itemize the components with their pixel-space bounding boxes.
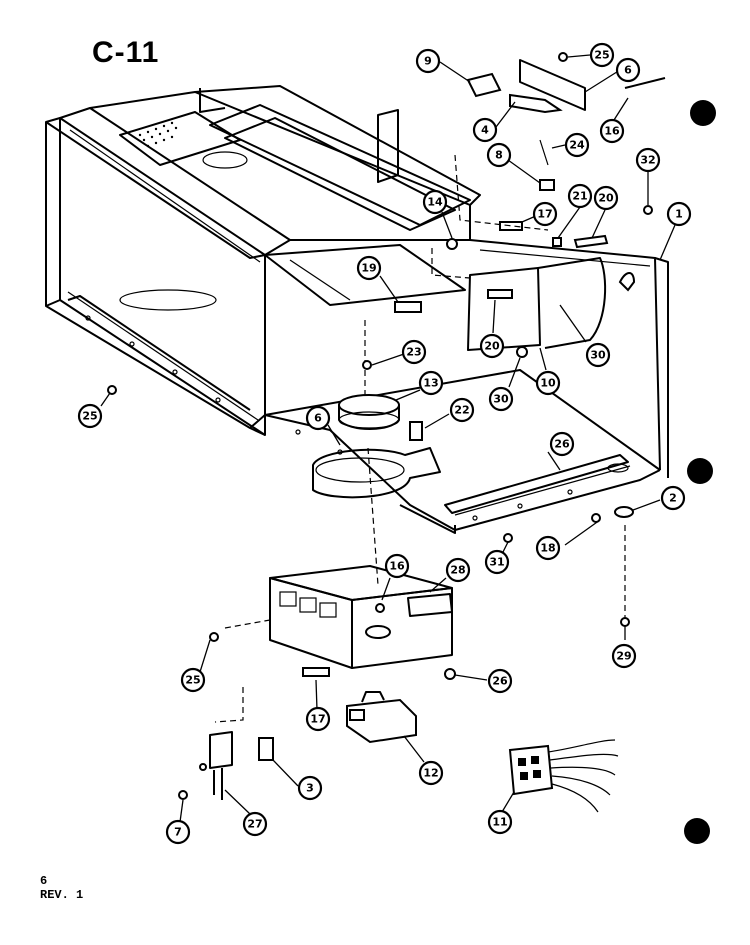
callout-8: 8 [486, 142, 512, 168]
callout-6: 6 [305, 405, 331, 431]
callout-4: 4 [472, 117, 498, 143]
svg-text:30: 30 [493, 393, 509, 406]
svg-text:29: 29 [616, 650, 631, 663]
callout-2: 2 [660, 485, 686, 511]
callout-30: 30 [585, 342, 611, 368]
callout-18: 18 [535, 535, 561, 561]
svg-text:16: 16 [604, 125, 620, 138]
callout-32: 32 [635, 147, 661, 173]
wire-harness-connector [508, 739, 619, 813]
svg-text:1: 1 [675, 208, 683, 221]
callout-1: 1 [666, 201, 692, 227]
binder-hole-top [690, 100, 716, 126]
callout-29: 29 [611, 643, 637, 669]
svg-text:3: 3 [306, 782, 314, 795]
svg-text:17: 17 [310, 713, 325, 726]
callout-27: 27 [242, 811, 268, 837]
svg-text:7: 7 [174, 826, 182, 839]
svg-text:22: 22 [454, 404, 469, 417]
callout-20: 20 [479, 333, 505, 359]
svg-text:32: 32 [640, 154, 655, 167]
svg-text:23: 23 [406, 346, 421, 359]
callout-7: 7 [165, 819, 191, 845]
svg-text:2: 2 [669, 492, 677, 505]
callout-3: 3 [297, 775, 323, 801]
callout-9: 9 [415, 48, 441, 74]
svg-text:10: 10 [540, 377, 556, 390]
svg-text:6: 6 [624, 64, 632, 77]
callout-23: 23 [401, 339, 427, 365]
callout-26: 26 [487, 668, 513, 694]
cavity-assembly [45, 85, 669, 723]
svg-text:25: 25 [185, 674, 200, 687]
upper-switch-parts [466, 52, 666, 215]
timer-motor [346, 691, 417, 744]
callout-24: 24 [564, 132, 590, 158]
binder-hole-middle [687, 458, 713, 484]
svg-text:6: 6 [314, 412, 322, 425]
callout-22: 22 [449, 397, 475, 423]
svg-text:9: 9 [424, 55, 432, 68]
svg-text:24: 24 [569, 139, 585, 152]
callout-12: 12 [418, 760, 444, 786]
svg-text:18: 18 [540, 542, 555, 555]
svg-text:13: 13 [423, 377, 438, 390]
svg-text:26: 26 [492, 675, 508, 688]
svg-text:25: 25 [594, 49, 609, 62]
callout-14: 14 [422, 189, 448, 215]
svg-text:31: 31 [489, 556, 504, 569]
callout-16: 16 [599, 118, 625, 144]
svg-text:16: 16 [389, 560, 405, 573]
callout-16: 16 [384, 553, 410, 579]
svg-text:28: 28 [450, 564, 465, 577]
callout-20: 20 [593, 185, 619, 211]
svg-text:12: 12 [423, 767, 438, 780]
callout-13: 13 [418, 370, 444, 396]
callout-25: 25 [180, 667, 206, 693]
callout-19: 19 [356, 255, 382, 281]
callout-25: 25 [77, 403, 103, 429]
svg-text:11: 11 [492, 816, 507, 829]
svg-text:21: 21 [572, 190, 587, 203]
callout-28: 28 [445, 557, 471, 583]
callout-10: 10 [535, 370, 561, 396]
svg-text:25: 25 [82, 410, 97, 423]
svg-text:4: 4 [481, 124, 489, 137]
callout-6: 6 [615, 57, 641, 83]
svg-text:20: 20 [484, 340, 500, 353]
svg-text:17: 17 [537, 208, 552, 221]
blower-fan-assembly [312, 394, 441, 499]
callout-21: 21 [567, 183, 593, 209]
svg-text:27: 27 [247, 818, 262, 831]
callout-25: 25 [589, 42, 615, 68]
control-bracket-assembly [269, 565, 453, 677]
svg-text:26: 26 [554, 438, 570, 451]
callout-31: 31 [484, 549, 510, 575]
leader-lines [100, 54, 676, 823]
svg-text:30: 30 [590, 349, 606, 362]
svg-text:8: 8 [495, 149, 503, 162]
svg-text:14: 14 [427, 196, 443, 209]
callout-17: 17 [532, 201, 558, 227]
svg-text:19: 19 [361, 262, 376, 275]
callout-17: 17 [305, 706, 331, 732]
callout-26: 26 [549, 431, 575, 457]
vent-holes [138, 121, 178, 148]
page-title: C-11 [92, 36, 160, 69]
footer-page-number: 6 [40, 874, 48, 888]
callout-30: 30 [488, 386, 514, 412]
callout-11: 11 [487, 809, 513, 835]
svg-text:20: 20 [598, 192, 614, 205]
binder-hole-bottom [684, 818, 710, 844]
mounting-bracket [209, 731, 274, 800]
footer-revision: REV. 1 [40, 888, 84, 902]
